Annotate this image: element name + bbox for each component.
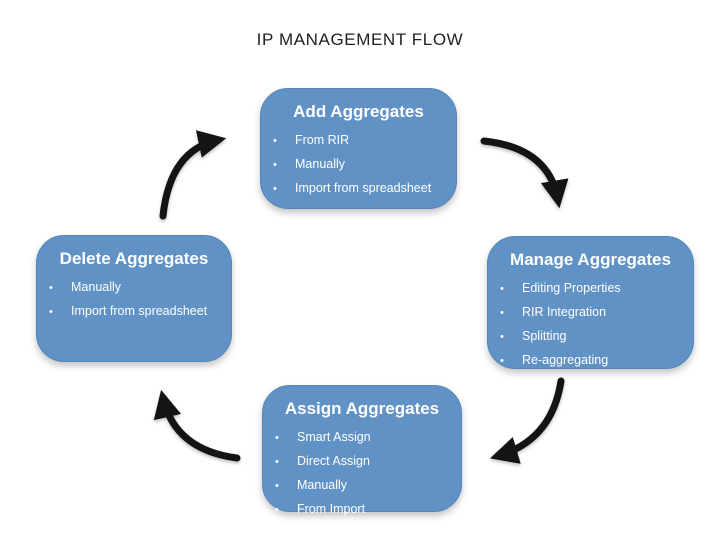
flow-box-add-aggregates: Add Aggregates • From RIR • Manually • Impo… bbox=[260, 88, 457, 209]
box-title: Add Aggregates bbox=[293, 102, 424, 121]
list-item: • RIR Integration bbox=[488, 301, 693, 325]
box-bullet-list: • Manually • Import from spreadsheet bbox=[37, 276, 231, 324]
list-item-label: RIR Integration bbox=[522, 305, 607, 319]
list-item-label: Manually bbox=[295, 157, 346, 171]
box-title: Manage Aggregates bbox=[510, 250, 671, 269]
list-item-label: Smart Assign bbox=[297, 430, 371, 444]
list-item-label: Import from spreadsheet bbox=[71, 304, 208, 318]
arrow-assign-to-delete bbox=[153, 389, 241, 462]
arrow-manage-to-assign bbox=[489, 377, 565, 464]
list-item-label: Splitting bbox=[522, 329, 567, 343]
list-item: • From Import bbox=[263, 498, 461, 522]
bullet-icon: • bbox=[49, 282, 53, 294]
list-item: • Splitting bbox=[488, 325, 693, 349]
flow-box-manage-aggregates: Manage Aggregates • Editing Properties • R… bbox=[487, 236, 694, 369]
list-item: • Manually bbox=[37, 276, 231, 300]
bullet-icon: • bbox=[500, 283, 504, 295]
bullet-icon: • bbox=[500, 331, 504, 343]
list-item: • Import from spreadsheet bbox=[37, 300, 231, 324]
list-item-label: Editing Properties bbox=[522, 281, 621, 295]
box-bullet-list: • From RIR • Manually • Import from spreads… bbox=[261, 129, 456, 201]
box-bullet-list: • Editing Properties • RIR Integration • Sp… bbox=[488, 277, 693, 373]
list-item-label: Re-aggregating bbox=[522, 353, 609, 367]
flow-box-delete-aggregates: Delete Aggregates • Manually • Import from… bbox=[36, 235, 232, 362]
page-title: IP MANAGEMENT FLOW bbox=[256, 30, 464, 49]
bullet-icon: • bbox=[273, 159, 277, 171]
list-item: • Editing Properties bbox=[488, 277, 693, 301]
list-item: • Direct Assign bbox=[263, 450, 461, 474]
bullet-icon: • bbox=[500, 355, 504, 367]
list-item: • Re-aggregating bbox=[488, 349, 693, 373]
list-item-label: From RIR bbox=[295, 133, 350, 147]
list-item: • Import from spreadsheet bbox=[261, 177, 456, 201]
arrow-add-to-manage bbox=[480, 137, 569, 209]
list-item: • Manually bbox=[263, 474, 461, 498]
bullet-icon: • bbox=[49, 306, 53, 318]
bullet-icon: • bbox=[273, 183, 277, 195]
list-item-label: Manually bbox=[71, 280, 122, 294]
list-item-label: Manually bbox=[297, 478, 348, 492]
list-item: • Smart Assign bbox=[263, 426, 461, 450]
bullet-icon: • bbox=[275, 504, 279, 516]
box-title: Assign Aggregates bbox=[284, 399, 440, 418]
list-item-label: Import from spreadsheet bbox=[295, 181, 432, 195]
arrow-delete-to-add bbox=[159, 130, 227, 220]
box-title: Delete Aggregates bbox=[59, 249, 209, 268]
bullet-icon: • bbox=[275, 432, 279, 444]
box-bullet-list: • Smart Assign • Direct Assign • Manually •… bbox=[263, 426, 461, 522]
bullet-icon: • bbox=[500, 307, 504, 319]
list-item-label: From Import bbox=[297, 502, 366, 516]
list-item: • From RIR bbox=[261, 129, 456, 153]
list-item: • Manually bbox=[261, 153, 456, 177]
bullet-icon: • bbox=[275, 480, 279, 492]
bullet-icon: • bbox=[275, 456, 279, 468]
bullet-icon: • bbox=[273, 135, 277, 147]
flow-box-assign-aggregates: Assign Aggregates • Smart Assign • Direct … bbox=[262, 385, 462, 516]
list-item-label: Direct Assign bbox=[297, 454, 370, 468]
